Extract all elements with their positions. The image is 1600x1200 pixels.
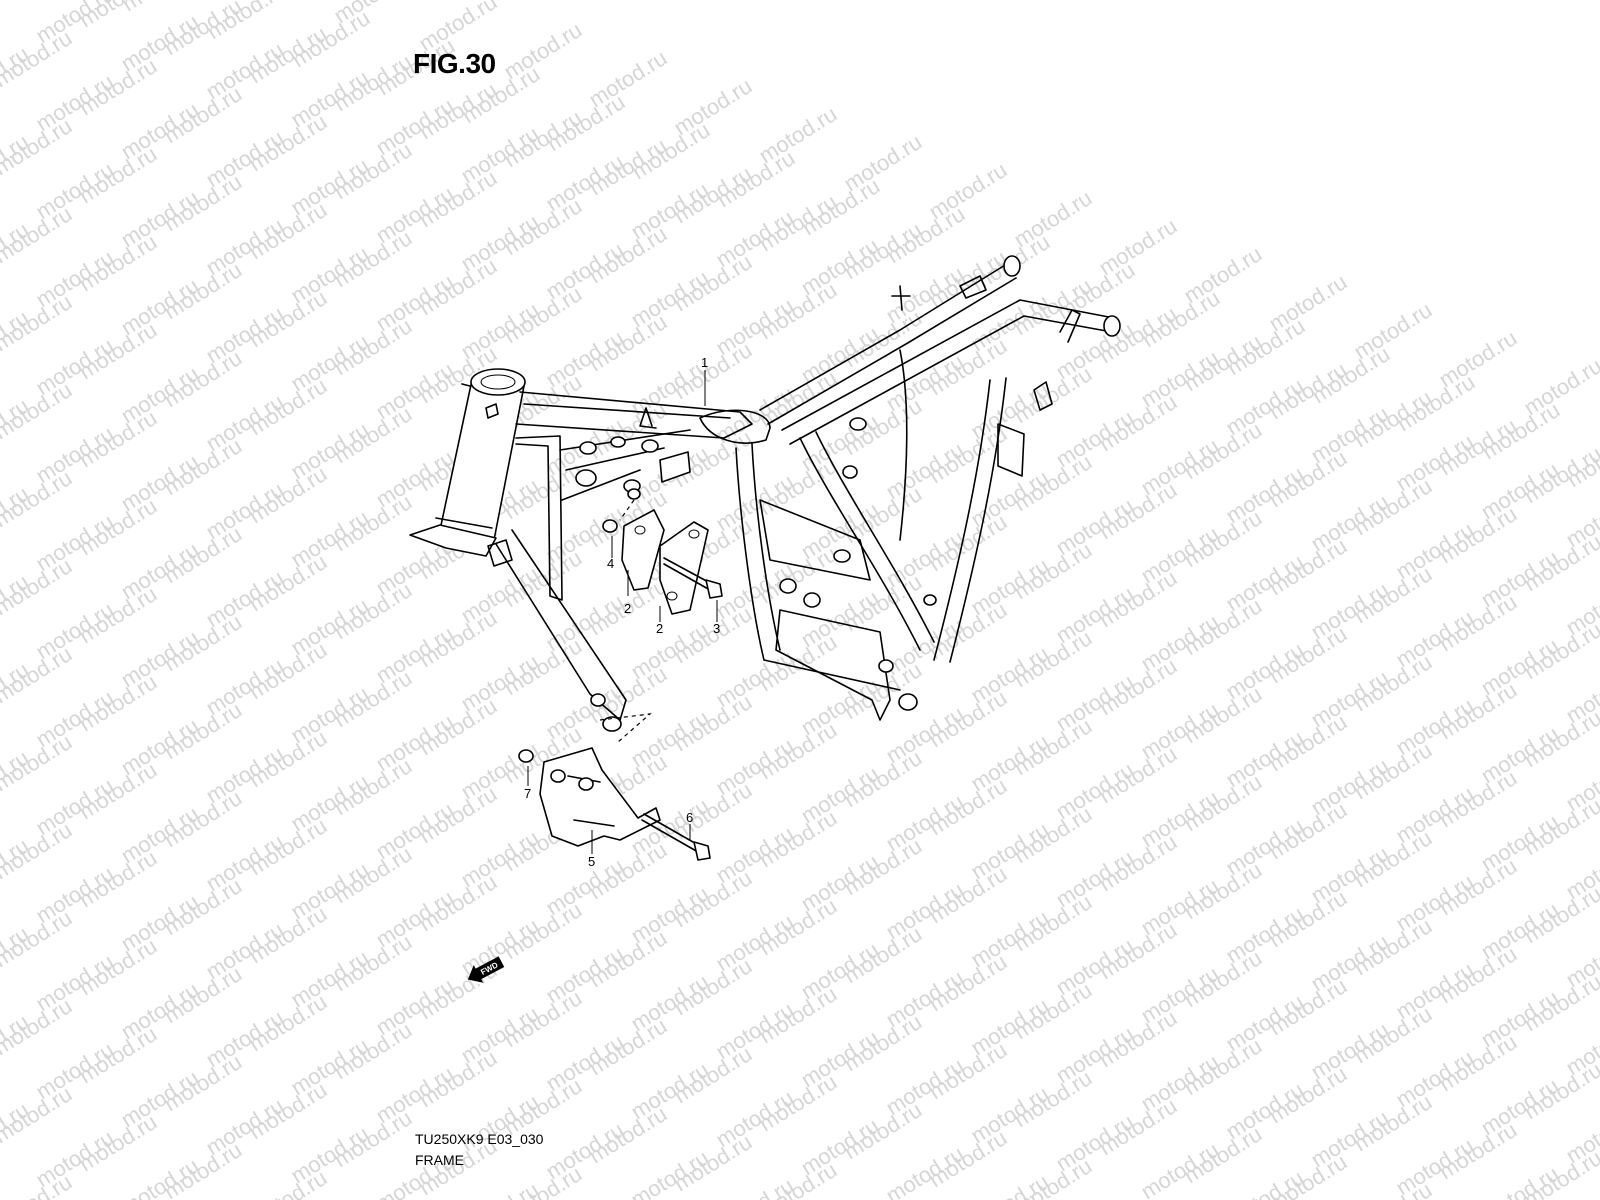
figure-title: FIG.30 xyxy=(413,48,496,79)
callout-labels: 1 2 2 3 4 5 6 7 xyxy=(524,355,720,869)
callout-7: 7 xyxy=(524,786,531,801)
lower-bolt xyxy=(641,813,711,861)
diagram-code: TU250XK9 E03_030 xyxy=(415,1131,544,1147)
fwd-direction-icon: FWD xyxy=(467,956,505,983)
mounting-nut xyxy=(602,488,641,533)
callout-leaders xyxy=(527,370,718,854)
callout-2a: 2 xyxy=(624,601,631,616)
callout-3: 3 xyxy=(713,621,720,636)
mounting-bolt xyxy=(663,557,723,599)
lower-engine-bracket xyxy=(539,713,661,847)
callout-6: 6 xyxy=(686,810,693,825)
steering-head-tube xyxy=(409,368,526,557)
callout-5: 5 xyxy=(588,854,595,869)
main-frame xyxy=(487,255,1121,732)
callout-2b: 2 xyxy=(656,621,663,636)
callout-4: 4 xyxy=(607,556,614,571)
engine-mounting-bracket-left xyxy=(621,509,665,591)
lower-nut xyxy=(518,749,534,763)
callout-1: 1 xyxy=(701,355,708,370)
diagram-name: FRAME xyxy=(415,1152,464,1168)
